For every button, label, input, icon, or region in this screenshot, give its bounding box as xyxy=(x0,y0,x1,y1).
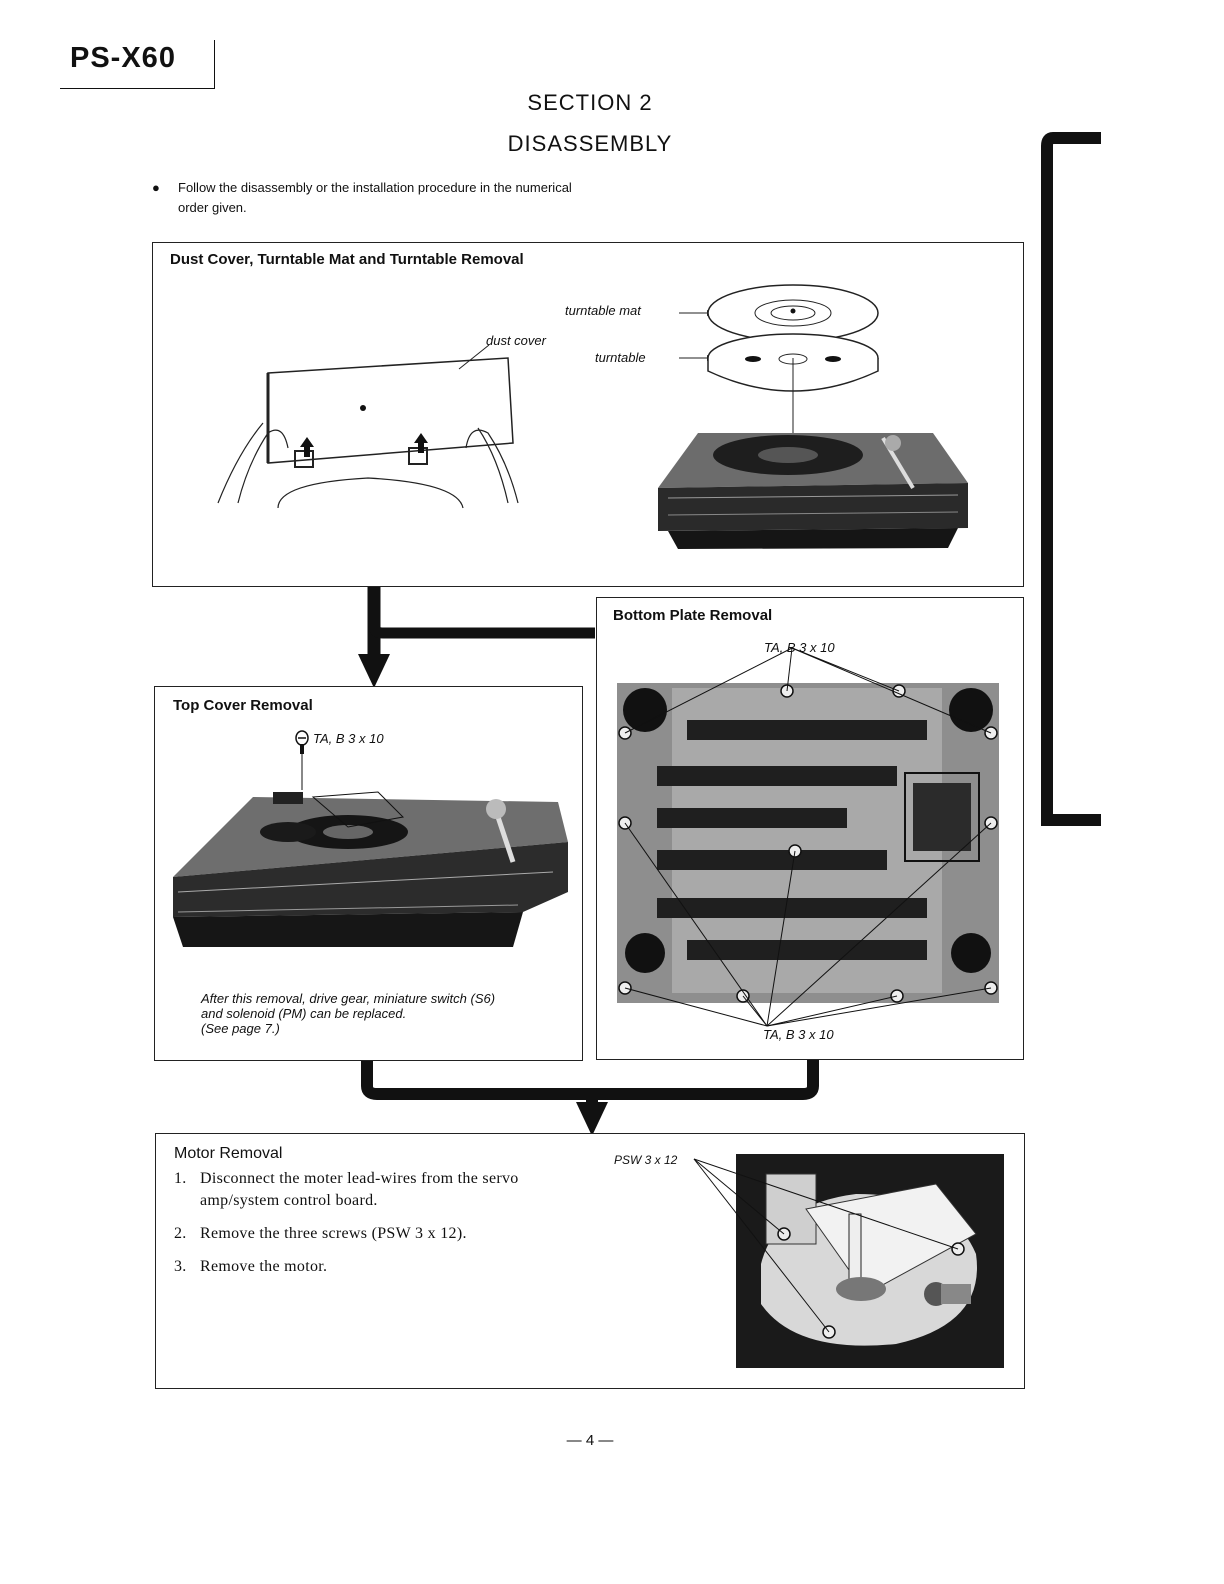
model-number: PS-X60 xyxy=(70,42,176,75)
screw-icon xyxy=(295,730,311,768)
section-number: SECTION 2 xyxy=(420,90,760,116)
top-cover-player-photo xyxy=(173,787,568,962)
step-text: Remove the three screws (PSW 3 x 12). xyxy=(200,1225,467,1242)
motor-photo xyxy=(736,1154,1004,1368)
top-cover-note: After this removal, drive gear, miniatur… xyxy=(201,991,495,1036)
section-title: DISASSEMBLY xyxy=(420,131,760,157)
intro-text: Follow the disassembly or the installati… xyxy=(178,178,572,218)
bottom-plate-screw-label-bottom: TA, B 3 x 10 xyxy=(763,1027,834,1042)
motor-steps-list: 1. Disconnect the moter lead-wires from t… xyxy=(174,1168,574,1289)
flow-arrow-to-motor xyxy=(355,1058,830,1138)
bottom-plate-removal-box: Bottom Plate Removal TA, B 3 x 10 TA, B … xyxy=(596,597,1024,1060)
top-cover-screw-label: TA, B 3 x 10 xyxy=(313,731,384,746)
dust-cover-illustration xyxy=(208,353,538,513)
motor-removal-box: Motor Removal 1. Disconnect the moter lea… xyxy=(155,1133,1025,1389)
list-item: 1. Disconnect the moter lead-wires from t… xyxy=(174,1168,574,1212)
turntable-player-photo xyxy=(658,413,968,553)
step-number: 3. xyxy=(174,1256,187,1278)
flow-arrow-to-top-cover xyxy=(355,586,605,690)
dust-cover-removal-box: Dust Cover, Turntable Mat and Turntable … xyxy=(152,242,1024,587)
page-number: — 4 — xyxy=(560,1432,620,1449)
bottom-plate-box-title: Bottom Plate Removal xyxy=(613,607,772,624)
dust-cover-label: dust cover xyxy=(486,333,546,348)
step-text: Disconnect the moter lead-wires from the… xyxy=(200,1170,519,1209)
top-cover-note-line: and solenoid (PM) can be replaced. xyxy=(201,1006,495,1021)
top-cover-removal-box: Top Cover Removal TA, B 3 x 10 After thi… xyxy=(154,686,583,1061)
bottom-plate-photo xyxy=(617,678,999,1008)
list-item: 2. Remove the three screws (PSW 3 x 12). xyxy=(174,1223,574,1245)
step-number: 1. xyxy=(174,1168,187,1190)
dust-cover-box-title: Dust Cover, Turntable Mat and Turntable … xyxy=(170,251,524,268)
header-rule-vertical xyxy=(214,40,215,89)
turntable-label: turntable xyxy=(595,350,646,365)
bottom-plate-screw-label-top: TA, B 3 x 10 xyxy=(764,640,835,655)
top-cover-note-line: (See page 7.) xyxy=(201,1021,495,1036)
turntable-mat-label: turntable mat xyxy=(565,303,641,318)
motor-screw-label: PSW 3 x 12 xyxy=(614,1153,677,1167)
intro-bullet: ● Follow the disassembly or the installa… xyxy=(152,178,572,218)
flow-bracket-right xyxy=(1035,130,1105,840)
header-rule xyxy=(60,88,215,89)
step-number: 2. xyxy=(174,1223,187,1245)
list-item: 3. Remove the motor. xyxy=(174,1256,574,1278)
step-text: Remove the motor. xyxy=(200,1258,327,1275)
top-cover-box-title: Top Cover Removal xyxy=(173,697,313,714)
top-cover-note-line: After this removal, drive gear, miniatur… xyxy=(201,991,495,1006)
bullet-dot: ● xyxy=(152,178,160,198)
motor-box-title: Motor Removal xyxy=(174,1145,282,1163)
